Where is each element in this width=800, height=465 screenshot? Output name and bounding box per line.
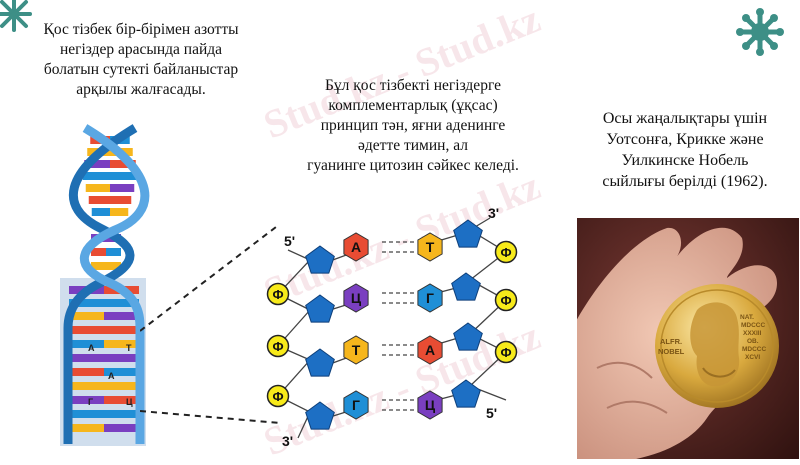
base-label: Т xyxy=(352,342,361,358)
base-label: А xyxy=(351,239,361,255)
helix-base-label: А xyxy=(108,371,115,381)
end-5-bottom: 5' xyxy=(486,405,497,421)
base-hexagon xyxy=(343,335,369,365)
helix-rung xyxy=(69,299,104,307)
helix-rung xyxy=(110,172,138,180)
dna-helix-illustration: А Т А Г Ц xyxy=(60,124,150,446)
helix-rung xyxy=(104,326,139,334)
phosphate-label: Ф xyxy=(272,389,283,404)
helix-base-label: Т xyxy=(126,343,132,353)
phosphate-circle xyxy=(266,334,290,358)
helix-rung xyxy=(91,262,106,270)
helix-rung xyxy=(106,262,121,270)
dna-structure-diagram: А Т Ц Г Т А Г Ц Ф Ф Ф Ф Ф Ф 5' 3' 5' 3' xyxy=(266,205,518,449)
sugar-pentagon xyxy=(453,322,483,351)
helix-base-label: А xyxy=(88,343,95,353)
helix-rung xyxy=(106,248,121,256)
helix-rung xyxy=(104,299,139,307)
virus-decor-icon xyxy=(736,8,784,56)
helix-rung xyxy=(69,368,104,376)
helix-rung xyxy=(69,326,104,334)
helix-rung xyxy=(82,172,110,180)
base-label: А xyxy=(425,342,435,358)
helix-rung xyxy=(104,382,139,390)
sugar-pentagon xyxy=(305,294,335,323)
helix-rung xyxy=(88,196,110,204)
helix-rung xyxy=(104,354,139,362)
helix-rung xyxy=(110,184,135,192)
left-text: Қос тізбек бір-бірімен азотты негіздер а… xyxy=(43,21,239,98)
base-hexagon xyxy=(343,390,369,420)
base-hexagon xyxy=(417,232,443,262)
base-hexagon xyxy=(343,283,369,313)
helix-rung xyxy=(85,184,110,192)
base-label: Г xyxy=(352,397,360,413)
end-3-top: 3' xyxy=(488,205,499,221)
helix-rung xyxy=(104,410,139,418)
helix-rung xyxy=(110,196,132,204)
helix-rung xyxy=(110,160,136,168)
zoom-lines xyxy=(140,226,281,424)
helix-rung xyxy=(69,312,104,320)
helix-rung xyxy=(104,424,139,432)
helix-rung xyxy=(91,208,110,216)
base-label: Т xyxy=(426,239,435,255)
sugar-pentagon xyxy=(305,401,335,430)
base-label: Ц xyxy=(425,397,436,413)
end-5-top: 5' xyxy=(284,233,295,249)
sugar-pentagon xyxy=(451,379,481,408)
end-3-bottom: 3' xyxy=(282,433,293,449)
sugar-pentagon xyxy=(451,272,481,301)
helix-base-label: Ц xyxy=(126,397,133,407)
helix-rung xyxy=(104,312,139,320)
phosphate-label: Ф xyxy=(272,339,283,354)
sugar-pentagon xyxy=(305,245,335,274)
sugar-pentagon xyxy=(453,219,483,248)
helix-rung xyxy=(104,340,139,348)
asterisk-decor-icon xyxy=(0,0,32,32)
helix-rung xyxy=(69,340,104,348)
phosphate-circle xyxy=(266,384,290,408)
helix-rung xyxy=(69,354,104,362)
phosphate-circle xyxy=(494,288,518,312)
helix-rung xyxy=(69,410,104,418)
medal-name: ALFR.NOBEL xyxy=(658,337,685,356)
phosphate-label: Ф xyxy=(500,245,511,260)
phosphate-label: Ф xyxy=(500,345,511,360)
base-hexagon xyxy=(417,390,443,420)
phosphate-circle xyxy=(494,240,518,264)
helix-rung xyxy=(69,382,104,390)
helix-rung xyxy=(104,396,139,404)
helix-rung xyxy=(69,396,104,404)
helix-base-label: Г xyxy=(88,397,93,407)
base-label: Г xyxy=(426,290,434,306)
helix-rung xyxy=(91,248,106,256)
helix-rung xyxy=(104,368,139,376)
base-hexagon xyxy=(417,335,443,365)
helix-rung xyxy=(84,160,110,168)
phosphate-label: Ф xyxy=(500,293,511,308)
base-hexagon xyxy=(343,232,369,262)
phosphate-label: Ф xyxy=(272,287,283,302)
helix-rung xyxy=(69,424,104,432)
helix-rung xyxy=(110,208,129,216)
right-text: Осы жаңалықтары үшін Уотсонға, Крикке жә… xyxy=(602,110,768,190)
phosphate-circle xyxy=(266,282,290,306)
phosphate-circle xyxy=(494,340,518,364)
sugar-pentagon xyxy=(305,348,335,377)
center-text: Бұл қос тізбекті негіздерге комплементар… xyxy=(307,77,519,174)
base-hexagon xyxy=(417,283,443,313)
base-label: Ц xyxy=(351,290,362,306)
